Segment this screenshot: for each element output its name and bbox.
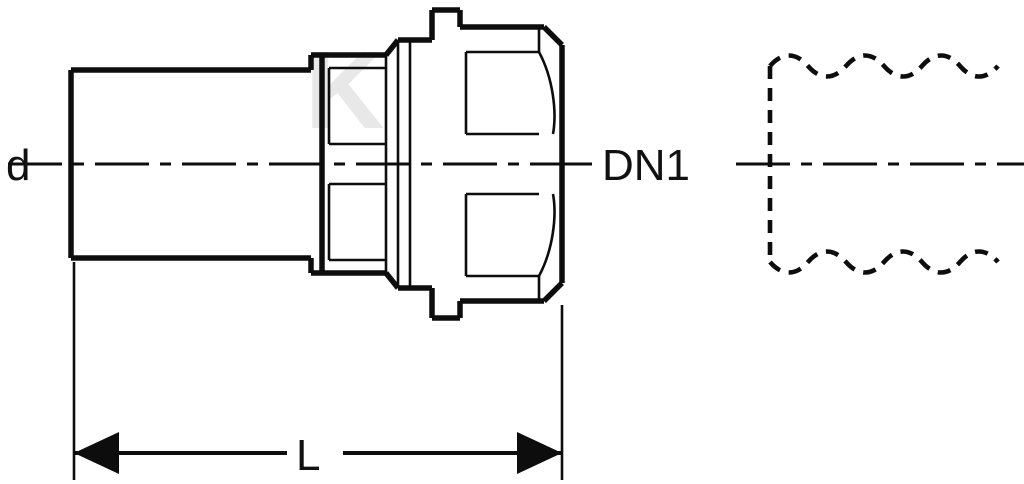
hex-corner-arc-bottom bbox=[537, 193, 556, 277]
nut-bottom-right-chamfer bbox=[542, 281, 564, 303]
watermark-letter-k: K bbox=[305, 29, 384, 152]
label-length-l: L bbox=[296, 431, 320, 480]
nut-chamfer-top bbox=[383, 38, 401, 57]
hex-corner-arc-top bbox=[537, 51, 556, 135]
dim-arrowhead-right bbox=[517, 432, 562, 474]
nut-chamfer-bottom bbox=[383, 271, 401, 290]
thread-crest-bottom bbox=[768, 249, 1000, 275]
nut-top-right-chamfer bbox=[542, 25, 564, 47]
thread-crest-top bbox=[768, 53, 1000, 79]
label-d: d bbox=[6, 141, 30, 190]
dim-arrowhead-left bbox=[74, 432, 119, 474]
label-dn1: DN1 bbox=[602, 141, 690, 190]
